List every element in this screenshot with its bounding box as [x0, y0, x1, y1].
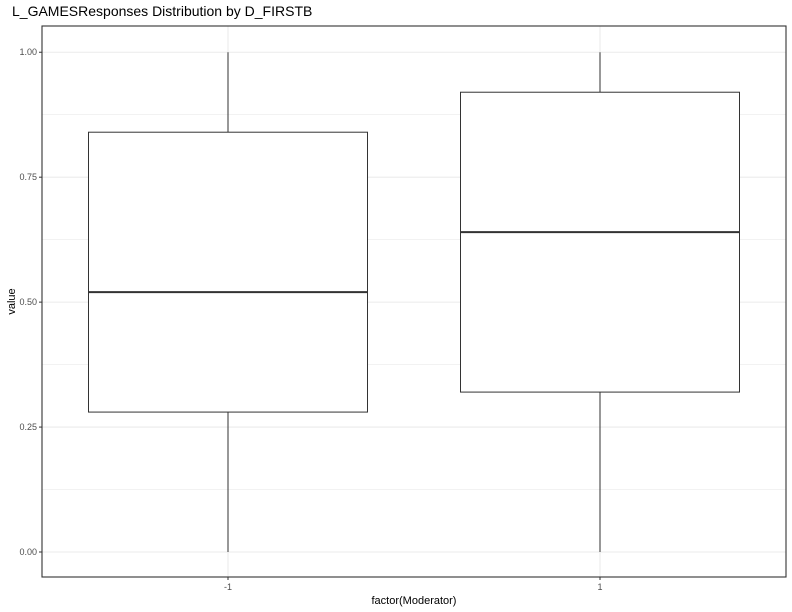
x-axis-label: factor(Moderator) — [372, 595, 457, 607]
y-tick-label: 0.50 — [19, 297, 37, 307]
y-tick-label: 0.00 — [19, 547, 37, 557]
y-tick-label: 0.25 — [19, 422, 37, 432]
panel-border — [41, 25, 787, 578]
axes: 0.00 0.25 0.50 0.75 1.00 -1 1 — [19, 47, 602, 592]
x-tick-label: 1 — [597, 582, 602, 592]
y-axis-label: value — [6, 288, 18, 314]
chart-title: L_GAMESResponses Distribution by D_FIRST… — [12, 3, 312, 19]
box — [88, 131, 368, 413]
y-tick-label: 1.00 — [19, 47, 37, 57]
boxes — [88, 52, 740, 553]
x-tick-label: -1 — [224, 582, 232, 592]
y-tick-label: 0.75 — [19, 172, 37, 182]
box — [460, 91, 740, 393]
